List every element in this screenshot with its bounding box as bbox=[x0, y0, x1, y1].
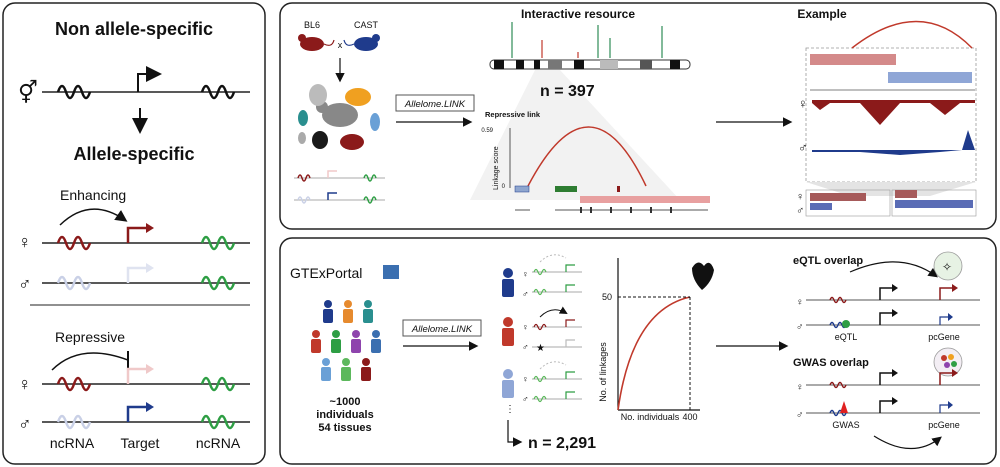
saturation-curve-plot: No. of linkages 50 400 No. individuals bbox=[598, 258, 714, 422]
female-symbol-icon: ♀ bbox=[522, 322, 529, 332]
eqtl-label: eQTL bbox=[835, 332, 858, 342]
mini-allele-tracks bbox=[294, 170, 385, 204]
interactive-resource-title: Interactive resource bbox=[521, 7, 635, 21]
gene-annotation-ticks bbox=[515, 207, 708, 213]
female-symbol-icon: ♀ bbox=[522, 269, 529, 279]
cast-label: CAST bbox=[354, 20, 379, 30]
ncrna-label-right: ncRNA bbox=[196, 435, 241, 451]
allelome-link-logo: Allelome.LINK bbox=[402, 319, 482, 337]
ellipsis-dots: ⋮ bbox=[505, 404, 515, 415]
left-panel: Non allele-specific ⚥ Allele-specific En… bbox=[2, 2, 266, 465]
female-symbol-icon: ♀ bbox=[18, 374, 32, 394]
enhancing-male-row: ♂ bbox=[18, 263, 250, 294]
example-tracks: ♀ ♂ ♀ ♂ bbox=[796, 20, 977, 217]
ncrna-wave-icon bbox=[56, 84, 92, 100]
top-panel: BL6 x CAST bbox=[279, 2, 997, 230]
female-symbol-icon: ♀ bbox=[798, 96, 808, 111]
y-mark-50: 50 bbox=[602, 292, 612, 302]
tissues-label: 54 tissues bbox=[318, 422, 371, 434]
cross-symbol: x bbox=[338, 40, 343, 50]
eqtl-overlap-title: eQTL overlap bbox=[793, 255, 863, 267]
logo-text: Allelome.LINK bbox=[411, 324, 473, 335]
enhancing-female-row: ♀ bbox=[18, 223, 250, 252]
female-symbol-icon: ♀ bbox=[18, 232, 32, 252]
bottom-panel: GTExPortal ~1000 individuals 54 tissues … bbox=[279, 237, 997, 465]
male-symbol-icon: ♂ bbox=[798, 140, 808, 155]
male-symbol-icon: ♂ bbox=[18, 414, 32, 434]
promoter-arrow-icon bbox=[137, 66, 162, 92]
female-symbol-icon: ♀ bbox=[796, 297, 804, 308]
linkage-arc bbox=[527, 126, 647, 187]
star-icon: ★ bbox=[536, 343, 545, 354]
gwas-cell-icon bbox=[933, 347, 963, 377]
repressive-label: Repressive bbox=[55, 329, 125, 345]
female-symbol-icon: ♀ bbox=[796, 191, 804, 203]
gwas-label: GWAS bbox=[832, 420, 859, 430]
enhancing-arrow-icon bbox=[59, 208, 128, 226]
n-2291-label: n = 2,291 bbox=[528, 435, 596, 452]
heart-icon bbox=[692, 262, 714, 290]
bl6-label: BL6 bbox=[304, 20, 320, 30]
linkages-axis-label: No. of linkages bbox=[598, 342, 608, 402]
enhancing-label: Enhancing bbox=[60, 187, 126, 203]
male-symbol-icon: ♂ bbox=[522, 342, 529, 352]
n-397-label: n = 397 bbox=[540, 83, 595, 100]
individuals-label: individuals bbox=[316, 409, 373, 421]
saturation-curve bbox=[617, 296, 691, 411]
gtex-portal-text: GTExPortal bbox=[290, 265, 362, 281]
individuals-axis-label: No. individuals bbox=[621, 412, 680, 422]
allele-specific-title: Allele-specific bbox=[73, 144, 194, 164]
female-symbol-icon: ♀ bbox=[522, 374, 529, 384]
chromosome-ideogram bbox=[489, 59, 691, 70]
example-title: Example bbox=[797, 7, 847, 21]
eqtl-cell-icon: ✧ bbox=[933, 251, 963, 281]
repressive-arc-icon bbox=[51, 352, 129, 371]
gtex-portal-logo: GTExPortal bbox=[290, 265, 399, 281]
y-tick-0: 0 bbox=[502, 184, 506, 190]
male-symbol-icon: ♂ bbox=[796, 322, 804, 333]
svg-text:✧: ✧ bbox=[942, 260, 952, 274]
organs-icon bbox=[298, 84, 380, 150]
individual-rows: ♀ ♂ ♀ ♂ ★ ♀ ♂ bbox=[502, 254, 582, 415]
x-mark-400: 400 bbox=[682, 412, 697, 422]
male-symbol-icon: ♂ bbox=[796, 410, 804, 421]
target-label: Target bbox=[121, 435, 160, 451]
active-promoter-icon bbox=[126, 226, 148, 243]
pcgene-label: pcGene bbox=[928, 420, 960, 430]
male-symbol-icon: ♂ bbox=[796, 205, 804, 217]
unisex-row: ⚥ bbox=[18, 66, 250, 105]
allelome-link-logo: Allelome.LINK bbox=[395, 94, 475, 112]
pcgene-label: pcGene bbox=[928, 332, 960, 342]
logo-text: Allelome.LINK bbox=[404, 99, 466, 110]
repressive-male-row: ♂ bbox=[18, 402, 250, 434]
people-crowd-icon bbox=[311, 300, 381, 381]
repressive-link-title: Repressive link bbox=[485, 110, 541, 119]
linkage-score-axis: Linkage score bbox=[493, 146, 500, 190]
unisex-symbol-icon: ⚥ bbox=[18, 79, 38, 105]
ncrna-wave-icon bbox=[200, 84, 236, 100]
y-tick-059: 0.59 bbox=[481, 128, 493, 134]
cast-mouse-icon bbox=[343, 34, 380, 51]
male-symbol-icon: ♂ bbox=[18, 274, 32, 294]
ncrna-label-left: ncRNA bbox=[50, 435, 95, 451]
individuals-count: ~1000 bbox=[330, 396, 361, 408]
genome-spikes bbox=[511, 22, 663, 58]
non-allele-specific-title: Non allele-specific bbox=[55, 19, 213, 39]
male-symbol-icon: ♂ bbox=[522, 289, 529, 299]
bl6-mouse-icon bbox=[298, 34, 335, 51]
male-symbol-icon: ♂ bbox=[522, 394, 529, 404]
gwas-overlap-title: GWAS overlap bbox=[793, 357, 869, 369]
repressive-female-row: ♀ bbox=[18, 364, 250, 394]
female-symbol-icon: ♀ bbox=[796, 382, 804, 393]
